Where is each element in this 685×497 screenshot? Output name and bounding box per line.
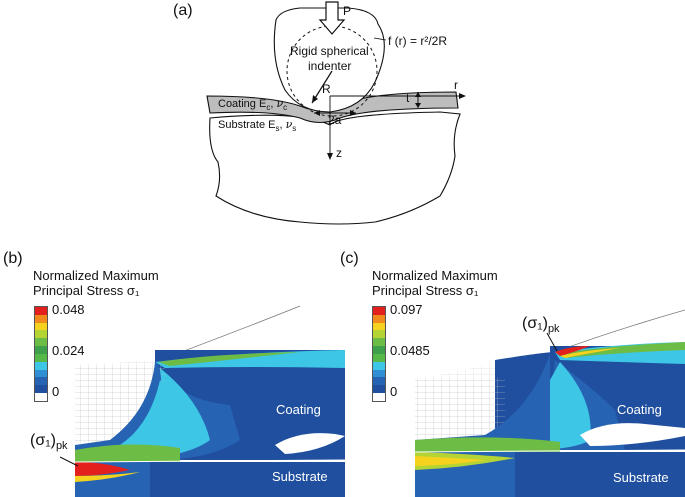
panel-c-peak-sub: pk [547, 323, 560, 336]
colorbar-swatch [35, 322, 47, 331]
peak-pointer [546, 332, 558, 352]
colorbar-swatch [373, 393, 385, 401]
panel-c-tick-min: 0 [390, 384, 398, 399]
colorbar-swatch [35, 361, 47, 370]
profile-equation: f (r) = r²/2R [388, 34, 447, 48]
indenter-label-2: indenter [308, 59, 352, 73]
panel-b-peak-label: (σ₁)pk [30, 432, 68, 452]
load-arrow [318, 1, 346, 35]
colorbar-swatch [35, 330, 47, 339]
panel-a-schematic [206, 1, 466, 225]
colorbar-swatch [373, 353, 385, 362]
panel-b-label: (b) [3, 250, 23, 267]
panel-b-peak-sub: pk [55, 440, 68, 453]
substrate-peak-red [75, 462, 130, 476]
panel-b-title-line1: Normalized Maximum [33, 268, 159, 283]
panel-b-colorbar [34, 306, 48, 402]
crack-hole [275, 433, 345, 454]
r-axis-label: r [454, 78, 458, 92]
coating-left-wedge [415, 354, 550, 452]
coating-nu: ν [276, 97, 284, 110]
coating-surface-yellow [560, 348, 620, 358]
coating-surface-band [155, 350, 345, 368]
panel-c-contour-plot [414, 309, 685, 497]
panel-b-peak-sigma: (σ₁) [30, 432, 56, 449]
panel-b-tick-mid: 0.024 [52, 343, 85, 358]
coating-material-label: Coating Ec, νc [218, 97, 288, 113]
substrate-yellow [415, 456, 485, 466]
profile-leader [373, 37, 387, 41]
colorbar-swatch [373, 322, 385, 331]
colorbar-swatch [373, 314, 385, 323]
panel-a-label: (a) [173, 2, 193, 19]
panel-c-title-line1: Normalized Maximum [372, 268, 498, 283]
thickness-label: t [406, 91, 410, 105]
colorbar-swatch [373, 377, 385, 386]
coating-sub-nu: c [283, 103, 288, 113]
panel-c-coating-label: Coating [617, 402, 662, 417]
coating-left-cyan [120, 380, 172, 460]
coating-text: Coating E [218, 98, 267, 110]
colorbar-swatch [373, 361, 385, 370]
colorbar-swatch [35, 353, 47, 362]
panel-c-tick-mid: 0.0485 [390, 343, 430, 358]
radius-label: R [322, 82, 331, 96]
substrate-blue [510, 452, 685, 497]
panel-b-substrate-label: Substrate [272, 469, 328, 484]
panel-c-title-line2: Principal Stress σ₁ [372, 283, 479, 298]
panel-b-title-line2: Principal Stress σ₁ [33, 283, 140, 298]
colorbar-swatch [373, 369, 385, 378]
substrate-blue [150, 462, 345, 497]
coating-layer [206, 91, 459, 124]
indenter-body [273, 7, 385, 113]
z-axis-label: z [336, 146, 342, 160]
panel-b-tick-max: 0.048 [52, 302, 85, 317]
panel-c-peak-sigma: (σ₁) [522, 315, 548, 332]
panel-b-colorbar-title: Normalized Maximum Principal Stress σ₁ [33, 268, 159, 298]
colorbar-swatch [35, 385, 47, 394]
panel-b-tick-min: 0 [52, 384, 60, 399]
contact-label: 2a [328, 113, 342, 127]
crack-hole [580, 423, 685, 446]
coating-green-band [75, 444, 180, 462]
interface-line [74, 459, 345, 463]
colorbar-swatch [35, 338, 47, 347]
coating-surface-green [557, 342, 685, 358]
colorbar-swatch [35, 307, 47, 315]
panel-c-substrate-label: Substrate [613, 470, 669, 485]
peak-pointer [59, 456, 79, 467]
substrate-nu: ν [285, 118, 293, 131]
colorbar-swatch [373, 385, 385, 394]
coating-surface-red [555, 346, 590, 356]
panel-c-tick-max: 0.097 [390, 302, 423, 317]
colorbar-swatch [35, 346, 47, 354]
colorbar-swatch [373, 307, 385, 315]
coating-green-band [415, 437, 560, 452]
colorbar-swatch [373, 330, 385, 339]
panel-c-label: (c) [340, 250, 359, 267]
colorbar-swatch [373, 338, 385, 347]
panel-b-coating-label: Coating [276, 402, 321, 417]
substrate-peak-yellow [75, 472, 140, 482]
indenter-label-1: Rigid spherical [290, 44, 369, 58]
colorbar-swatch [35, 393, 47, 401]
panel-c-colorbar-title: Normalized Maximum Principal Stress σ₁ [372, 268, 498, 298]
interface-line [414, 449, 685, 453]
substrate-sub-e: s [275, 124, 280, 134]
substrate-sub-nu: s [292, 124, 297, 134]
load-label: P [343, 4, 352, 18]
coating-surface-green [158, 352, 300, 366]
panel-c-peak-label: (σ₁)pk [522, 315, 560, 335]
substrate-material-label: Substrate Es, νs [218, 118, 297, 134]
colorbar-swatch [373, 346, 385, 354]
substrate-text: Substrate E [218, 119, 276, 131]
substrate-body [209, 111, 461, 225]
panel-c-colorbar [372, 306, 386, 402]
coating-sub-e: c [266, 103, 271, 113]
colorbar-swatch [35, 314, 47, 323]
panel-b-contour-plot [59, 305, 345, 497]
colorbar-swatch [35, 369, 47, 378]
colorbar-swatch [35, 377, 47, 386]
